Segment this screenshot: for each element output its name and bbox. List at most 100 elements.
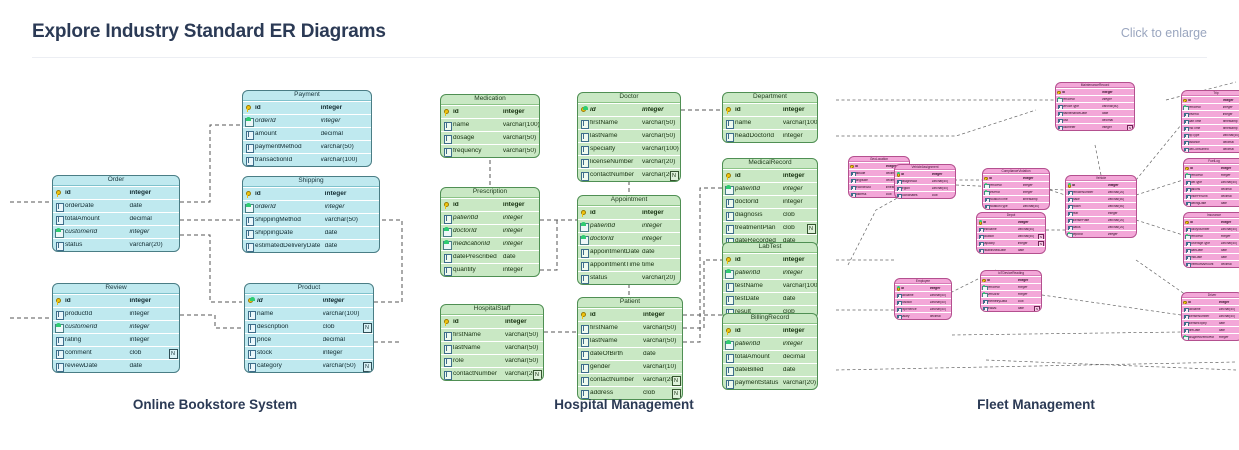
foreign-key-icon [725,268,734,279]
column-type: clob [782,308,795,315]
column-name: dateRecorded [735,237,776,244]
column-name: id [735,172,741,179]
entity-title: Appointment [578,196,680,206]
column-type: integer [1107,211,1118,215]
primary-foreign-key-icon [247,296,255,305]
column-type: integer [643,311,665,318]
column-name: diagnosis [735,211,763,218]
column-type: varchar(20) [1107,225,1125,229]
column-type: varchar(50) [643,324,677,331]
column-name: dateBilled [735,366,764,373]
column-icon [443,357,452,367]
nullable-marker-icon: N [362,361,372,372]
column-icon [443,147,452,157]
column-icon [1183,314,1189,321]
column-icon [1067,211,1073,218]
column-type: varchar(100) [502,121,539,128]
column-type: date [1220,248,1227,252]
entity-title: LabTest [723,243,817,253]
click-to-enlarge-hint[interactable]: Click to enlarge [1120,26,1207,40]
foreign-key-icon [1183,334,1189,341]
column-name: lastName [453,344,481,351]
column-name: id [735,256,741,263]
column-type: integer [1022,190,1033,194]
column-type: integer [1102,97,1112,101]
column-name: shippingMethod [255,216,301,223]
entity-title: HospitalStaff [441,305,543,315]
column-type: integer [502,108,525,115]
column-icon [725,295,734,305]
column-type: decimal [1220,194,1232,198]
column-name: vehicleId [1190,234,1203,238]
column-name: headDoctorId [735,132,775,139]
column-name: comment [65,349,92,356]
column-name: id [590,311,596,318]
column-name: contactNumber [590,376,635,383]
relationship-links-bookstore [10,124,403,343]
column-name: id [1190,166,1193,170]
column-icon [1185,187,1191,194]
column-icon [1057,118,1063,125]
column-icon [580,274,589,284]
entity-column-row: shippingMethod varchar(50) [243,213,379,226]
column-icon [55,349,64,359]
column-type: varchar(100) [782,282,817,289]
column-icon [850,171,856,178]
column-type: varchar(50) [324,216,358,223]
column-icon [443,370,452,380]
column-name: id [901,286,904,290]
foreign-key-icon [1185,172,1191,180]
column-type: date [782,295,796,302]
column-name: id [1188,300,1191,304]
column-name: pricePerUnit [1190,194,1208,198]
column-name: sensorId [987,292,1000,296]
entity-title: Review [53,284,179,294]
